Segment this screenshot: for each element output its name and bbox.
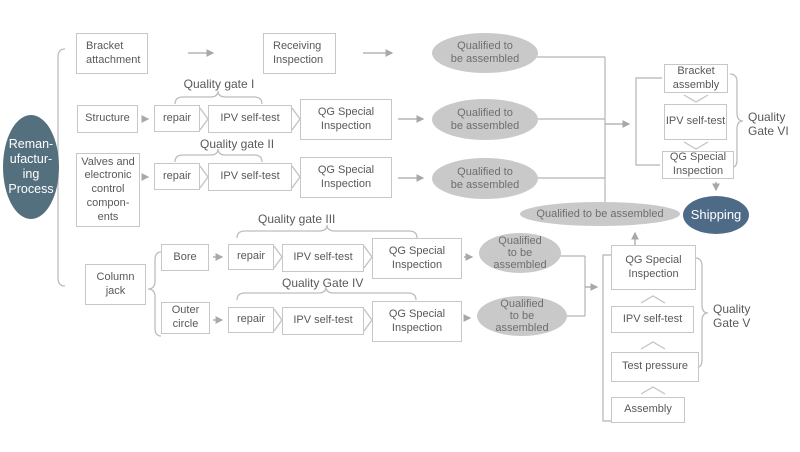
box-ipv-structure: IPV self-test — [208, 105, 292, 133]
box-test-pressure: Test pressure — [611, 352, 699, 382]
box-qg-inspection-bore: QG Special Inspection — [372, 238, 462, 279]
qualified-ellipse-5: Qualified to be assembled — [477, 296, 567, 336]
box-ipv-gate6: IPV self-test — [664, 104, 727, 140]
box-ipv-outer: IPV self-test — [282, 307, 364, 335]
box-outer-circle: Outer circle — [161, 302, 210, 334]
box-qg-inspection-gate6: QG Special Inspection — [662, 151, 734, 179]
chevron-down-icon — [683, 141, 709, 150]
chevron-right-icon — [363, 308, 373, 332]
chevron-right-icon — [199, 107, 209, 131]
box-repair-structure: repair — [154, 105, 200, 132]
chevron-right-icon — [291, 107, 301, 131]
box-bore: Bore — [161, 244, 209, 271]
merge-lines — [537, 56, 662, 422]
qualified-ellipse-wide: Qualified to be assembled — [520, 202, 680, 226]
label-quality-gate-1: Quality gate I — [183, 77, 255, 91]
box-ipv-bore: IPV self-test — [282, 244, 364, 272]
brace-gate-3 — [236, 224, 418, 239]
box-qg-inspection-outer: QG Special Inspection — [372, 301, 462, 342]
label-quality-gate-5: Quality Gate V — [713, 302, 751, 331]
box-valves: Valves and electronic control compon- en… — [76, 153, 140, 227]
box-qg-inspection-valves: QG Special Inspection — [300, 157, 392, 198]
qualified-ellipse-4: Qualified to be assembled — [479, 233, 561, 273]
box-bracket-assembly: Bracket assembly — [664, 64, 728, 93]
chevron-up-icon — [640, 386, 666, 395]
process-ellipse: Reman- ufactur- ing Process — [3, 115, 59, 219]
arrows — [141, 49, 720, 324]
chevron-right-icon — [363, 245, 373, 269]
brace-column-jack — [147, 251, 162, 337]
box-structure: Structure — [77, 105, 138, 133]
box-qg-inspection-structure: QG Special Inspection — [300, 99, 392, 140]
box-repair-valves: repair — [154, 163, 200, 190]
box-repair-bore: repair — [228, 244, 274, 270]
qualified-ellipse-3: Qualified to be assembled — [432, 158, 538, 199]
box-ipv-gate5: IPV self-test — [611, 306, 694, 333]
chevron-up-icon — [640, 295, 666, 304]
chevron-right-icon — [199, 165, 209, 189]
box-ipv-valves: IPV self-test — [208, 163, 292, 191]
chevron-right-icon — [273, 308, 283, 332]
qualified-ellipse-1: Qualified to be assembled — [432, 33, 538, 73]
chevron-down-icon — [683, 94, 709, 103]
label-quality-gate-4: Quality Gate IV — [282, 276, 364, 290]
chevron-right-icon — [273, 245, 283, 269]
bracket-gate6-left — [635, 77, 662, 166]
brace-gate-2 — [174, 148, 263, 163]
chevron-up-icon — [640, 341, 666, 350]
brace-gate-4 — [236, 286, 417, 301]
shipping-ellipse: Shipping — [683, 196, 749, 234]
label-quality-gate-6: Quality Gate VI — [748, 110, 789, 139]
label-quality-gate-2: Quality gate II — [200, 137, 275, 151]
bracket-gate5-left — [602, 254, 611, 422]
chevron-right-icon — [291, 165, 301, 189]
brace-gate-5 — [694, 257, 709, 369]
brace-gate-6 — [729, 73, 744, 169]
box-qg-inspection-gate5: QG Special Inspection — [611, 245, 696, 290]
box-bracket-attachment: Bracket attachment — [76, 33, 148, 74]
box-receiving-inspection: Receiving Inspection — [263, 33, 336, 74]
box-column-jack: Column jack — [85, 264, 146, 305]
box-repair-outer: repair — [228, 307, 274, 333]
brace-gate-1 — [174, 90, 263, 105]
label-quality-gate-3: Quality gate III — [258, 212, 336, 226]
qualified-ellipse-2: Qualified to be assembled — [432, 99, 538, 140]
box-assembly: Assembly — [611, 397, 685, 423]
